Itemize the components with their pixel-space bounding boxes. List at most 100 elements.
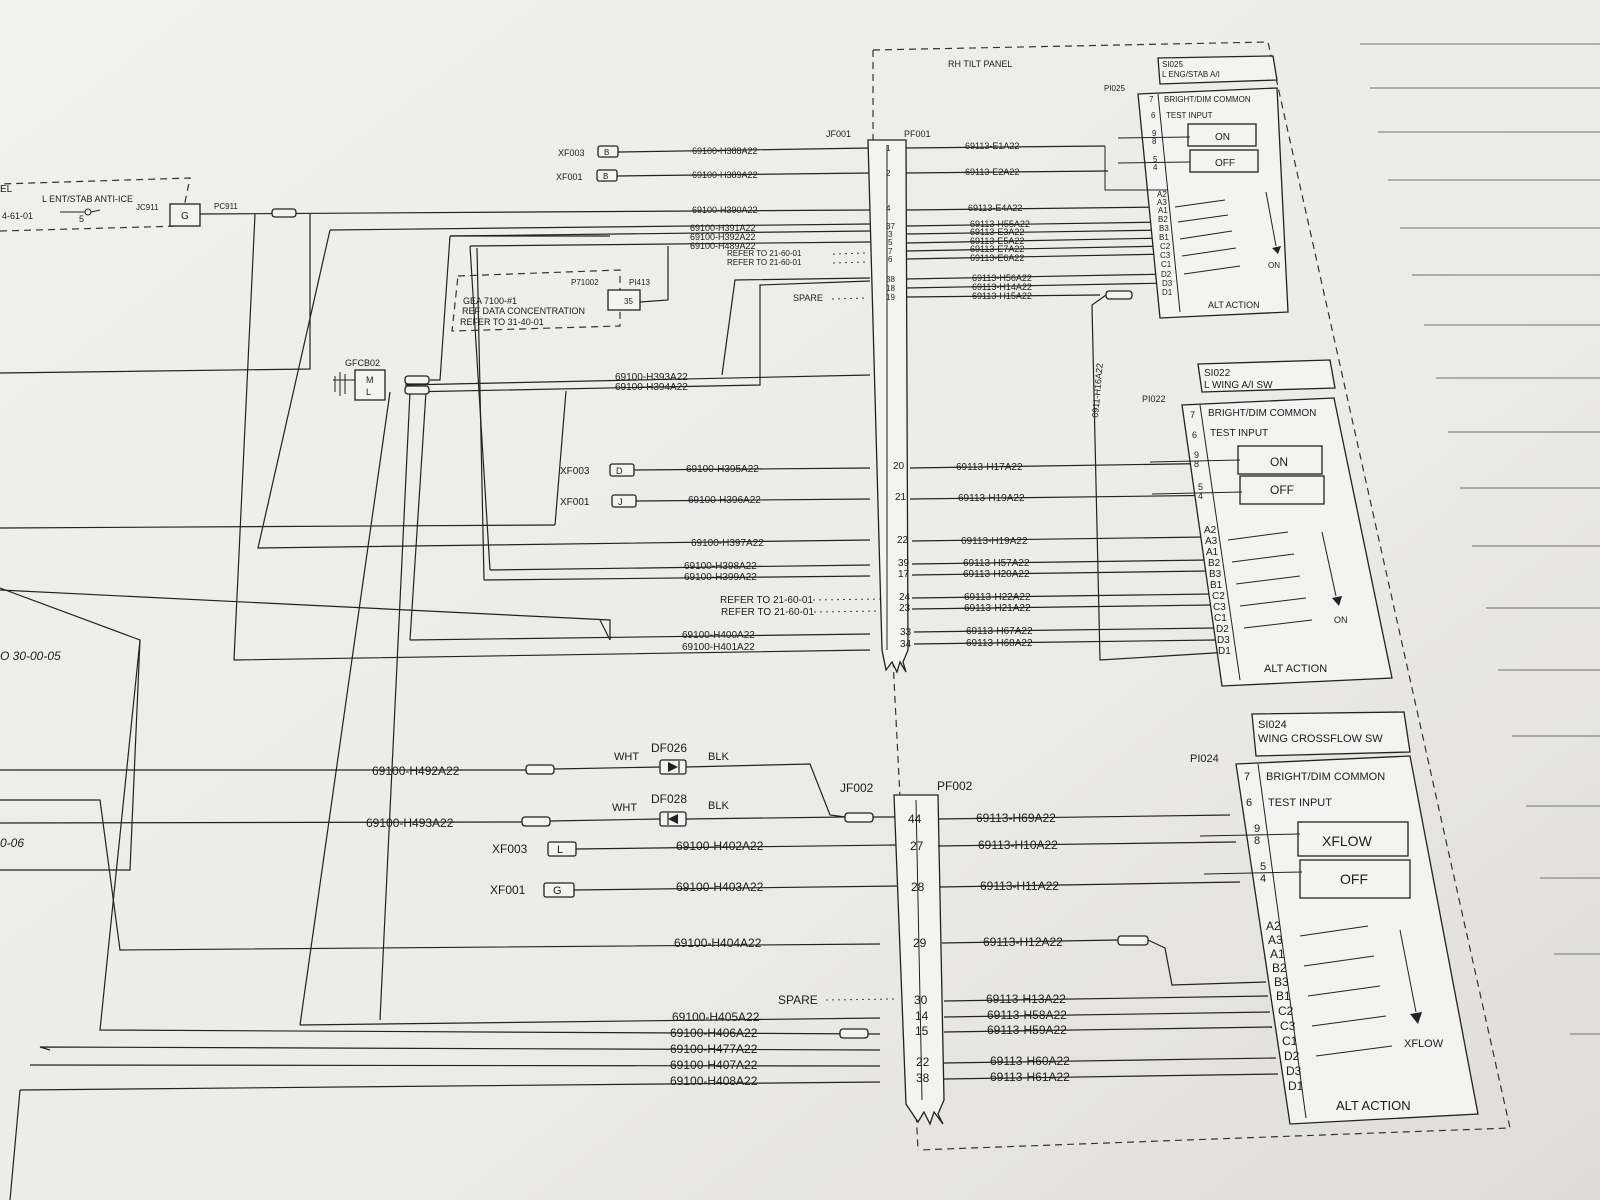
si022-c-5: B1 <box>1210 580 1223 591</box>
c1-right-8: 69113-H56A22 <box>972 273 1032 283</box>
si022-c-6: C2 <box>1212 591 1225 602</box>
si025-c-9: D2 <box>1161 270 1172 279</box>
si024-dir: XFLOW <box>1404 1038 1444 1050</box>
jf001-label: JF001 <box>826 129 851 139</box>
lower-xf-2-pin: L <box>557 844 563 856</box>
si024-bright: BRIGHT/DIM COMMON <box>1266 771 1385 783</box>
lower-xf-sockets: XF003 L XF001 G <box>490 841 899 898</box>
lw-9: 69100-H407A22 <box>670 1058 758 1072</box>
c1-mid-right-6: 69113-H20A22 <box>963 569 1030 580</box>
diode-2-right: BLK <box>708 800 729 812</box>
u-wire-7: REFER TO 21-60-01 <box>727 258 802 267</box>
si022-p: PI022 <box>1142 394 1166 404</box>
c1-pin-3: 37 <box>886 222 895 231</box>
si022-bright: BRIGHT/DIM COMMON <box>1208 408 1316 419</box>
si025-off: OFF <box>1215 158 1235 169</box>
si022-c-1: A3 <box>1205 536 1218 547</box>
gfcb-l: L <box>366 387 371 397</box>
c1-right-6: 69113-E7A22 <box>970 244 1024 254</box>
c1-pin-2: 4 <box>886 204 891 213</box>
partial-ref-b: 0-06 <box>0 836 24 850</box>
c2-right-5: 69113-H13A22 <box>986 992 1066 1006</box>
gfcb-m: M <box>366 375 374 385</box>
c1-right-1: 69113-E2A22 <box>965 167 1019 177</box>
c1-pin-8: 38 <box>886 275 895 284</box>
c2-pin-6: 14 <box>915 1009 929 1023</box>
switch-si025: PI025 SI025 L ENG/STAB A/I BRIGHT/DIM CO… <box>1104 55 1289 319</box>
c1-right-7: 69113-E6A22 <box>970 253 1024 263</box>
c1-pin-m3: 21 <box>895 492 907 503</box>
xf-upper-2: XF001 <box>556 172 583 182</box>
gea-line1: GEA 7100-#1 <box>463 296 517 306</box>
c1-right-4: 69113-E3A22 <box>970 227 1024 237</box>
partial-loc: 4-61-01 <box>2 211 33 221</box>
mid-wire-0: 69100-H393A22 <box>615 372 688 383</box>
si025-pins: 7 6 9 8 5 4 A2 A3 A1 B2 B3 B1 C2 C3 C1 D… <box>1104 95 1241 297</box>
si024-c-1: A3 <box>1268 933 1283 947</box>
si024-name: WING CROSSFLOW SW <box>1258 733 1383 745</box>
lower-xf-2: XF003 <box>492 842 528 856</box>
si025-pin-9: 9 <box>1152 129 1157 138</box>
lw-0: 69100-H492A22 <box>372 764 460 778</box>
si022-pin-6: 6 <box>1192 430 1197 440</box>
si025-dir: ON <box>1268 261 1280 270</box>
c1-mid-right-2: 69113-H17A22 <box>956 462 1023 473</box>
c1-right-3: 69113-H55A22 <box>970 219 1030 229</box>
c1-pin-m6: 17 <box>898 569 910 580</box>
switch-si024: PI024 SI024 WING CROSSFLOW SW BRIGHT/DIM… <box>1190 711 1479 1125</box>
c1-mid-right-9: 69113-H67A22 <box>966 626 1033 637</box>
si022-c-0: A2 <box>1204 525 1217 536</box>
si022-test: TEST INPUT <box>1210 428 1268 439</box>
pf002-label: PF002 <box>937 779 973 793</box>
mid-wire-2: 69100-H395A22 <box>686 464 759 475</box>
si024-id: SI024 <box>1258 719 1287 731</box>
pf001-label: PF001 <box>904 129 931 139</box>
lw-6: 69100-H405A22 <box>672 1010 760 1024</box>
mid-wire-4: 69100-H397A22 <box>691 538 764 549</box>
mid-wire-9: 69100-H400A22 <box>682 630 755 641</box>
lw-8: 69100-H477A22 <box>670 1042 758 1056</box>
gea-pin: 35 <box>624 297 633 306</box>
si025-id: SI025 <box>1162 60 1183 69</box>
si024-alt: ALT ACTION <box>1336 1098 1411 1113</box>
lower-xf-3-pin: G <box>553 885 562 897</box>
u-wire-6: REFER TO 21-60-01 <box>727 249 802 258</box>
si022-pin-9: 9 <box>1194 450 1199 460</box>
gea-line2: REF DATA CONCENTRATION <box>462 306 585 316</box>
c1-pin-5: 5 <box>888 238 893 247</box>
lw-7: 69100-H406A22 <box>670 1026 758 1040</box>
si022-pin-8: 8 <box>1194 459 1199 469</box>
si025-c-11: D1 <box>1162 288 1173 297</box>
lens-left-pin: 5 <box>79 214 84 224</box>
c2-right-10: 69113-H61A22 <box>990 1070 1070 1084</box>
si024-pin-8: 8 <box>1254 835 1260 847</box>
c2-pin-10: 38 <box>916 1071 930 1085</box>
si022-on: ON <box>1270 455 1288 469</box>
c1-pin-0: 1 <box>886 144 891 153</box>
c1-pin-m7: 24 <box>899 592 911 603</box>
c1-pin-m2: 20 <box>893 461 905 472</box>
lw-3: 69100-H403A22 <box>676 880 764 894</box>
lens-left-g: G <box>181 211 189 222</box>
si024-off: OFF <box>1340 871 1368 887</box>
connector-1-right-mid: 69113-H17A22 69113-H19A22 69113-H19A22 6… <box>909 462 1241 649</box>
si022-c-8: C1 <box>1214 613 1227 624</box>
u-wire-1: 69100-H389A22 <box>692 170 758 180</box>
lens-left-label: L ENT/STAB ANTI-ICE <box>42 194 133 204</box>
lens-left-pc: PC911 <box>214 202 238 211</box>
xf-upper-1-pin: B <box>604 148 609 157</box>
lower-xf-3: XF001 <box>490 883 526 897</box>
si024-c-0: A2 <box>1266 919 1281 933</box>
si024-on: XFLOW <box>1322 833 1373 849</box>
si024-c-8: C1 <box>1282 1034 1298 1048</box>
left-partial: EL 4-61-01 O 30-00-05 0-06 L ENT/STAB AN… <box>0 177 238 850</box>
si024-c-4: B3 <box>1274 975 1289 989</box>
diode-1-name: DF026 <box>651 741 687 755</box>
panel-title: RH TILT PANEL <box>948 59 1012 69</box>
si025-alt: ALT ACTION <box>1208 300 1260 310</box>
si025-bright: BRIGHT/DIM COMMON <box>1164 95 1251 104</box>
diode-2-name: DF028 <box>651 792 687 806</box>
si025-c-1: A3 <box>1157 198 1167 207</box>
c2-pin-7: 15 <box>915 1024 929 1038</box>
c1-pin-m5: 39 <box>898 558 910 569</box>
